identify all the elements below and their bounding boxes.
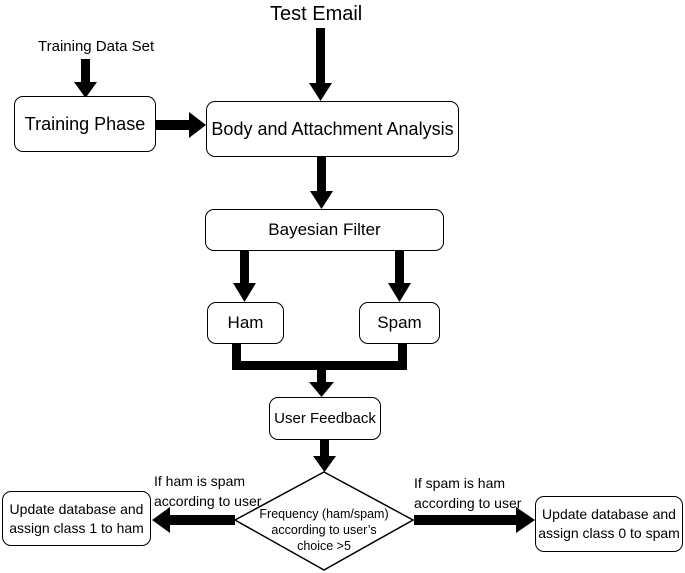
arrow-bayesian-to-spam (388, 251, 411, 302)
decision-line1: Frequency (ham/spam) (259, 507, 389, 521)
test-email-label: Test Email (270, 3, 363, 25)
arrow-test-email-to-analysis (309, 28, 332, 101)
spam-box: Spam (359, 302, 440, 344)
update-left-line1: Update database and (9, 500, 144, 517)
update-database-spam-box: Update database and assign class 0 to sp… (535, 496, 683, 552)
training-phase-label: Training Phase (24, 113, 146, 134)
edge-left-line1: If ham is spam (154, 473, 246, 489)
update-right-line2: assign class 0 to spam (538, 525, 680, 541)
bayesian-filter-label: Bayesian Filter (268, 220, 381, 239)
update-right-line1: Update database and (542, 506, 676, 523)
edge-left-line2: according to user (154, 493, 262, 510)
body-attachment-analysis-label: Body and Attachment Analysis (211, 118, 454, 139)
arrow-merge-to-user-feedback (232, 344, 407, 397)
arrow-bayesian-to-ham (233, 251, 256, 302)
arrow-training-data-to-training-phase (74, 59, 97, 98)
edge-label-spam-is-ham: If spam is ham according to user (414, 473, 521, 514)
update-left-line2: assign class 1 to ham (9, 519, 144, 536)
arrow-analysis-to-bayesian (310, 157, 333, 209)
edge-right-line1: If spam is ham (414, 475, 506, 491)
bayesian-filter-box: Bayesian Filter (205, 209, 444, 251)
arrow-decision-to-update-left (152, 507, 235, 533)
arrow-decision-to-update-right (414, 507, 535, 533)
decision-line3: choice >5 (297, 539, 351, 553)
spam-label: Spam (377, 313, 422, 332)
training-data-set-label: Training Data Set (38, 38, 155, 55)
user-feedback-label: User Feedback (274, 410, 376, 427)
edge-label-ham-is-spam: If ham is spam according to user (154, 471, 261, 512)
arrow-training-phase-to-analysis (152, 112, 206, 138)
user-feedback-box: User Feedback (269, 397, 381, 440)
decision-line2: according to user’s (271, 523, 377, 537)
edge-right-line2: according to user (414, 495, 522, 512)
ham-box: Ham (207, 302, 284, 344)
body-attachment-analysis-box: Body and Attachment Analysis (206, 101, 459, 157)
decision-label: Frequency (ham/spam) according to user’s… (240, 506, 408, 554)
arrow-user-feedback-to-decision (313, 440, 336, 472)
ham-label: Ham (227, 313, 264, 332)
decision-diamond (233, 471, 415, 571)
training-phase-box: Training Phase (14, 96, 156, 152)
update-database-ham-box: Update database and assign class 1 to ha… (2, 491, 151, 546)
